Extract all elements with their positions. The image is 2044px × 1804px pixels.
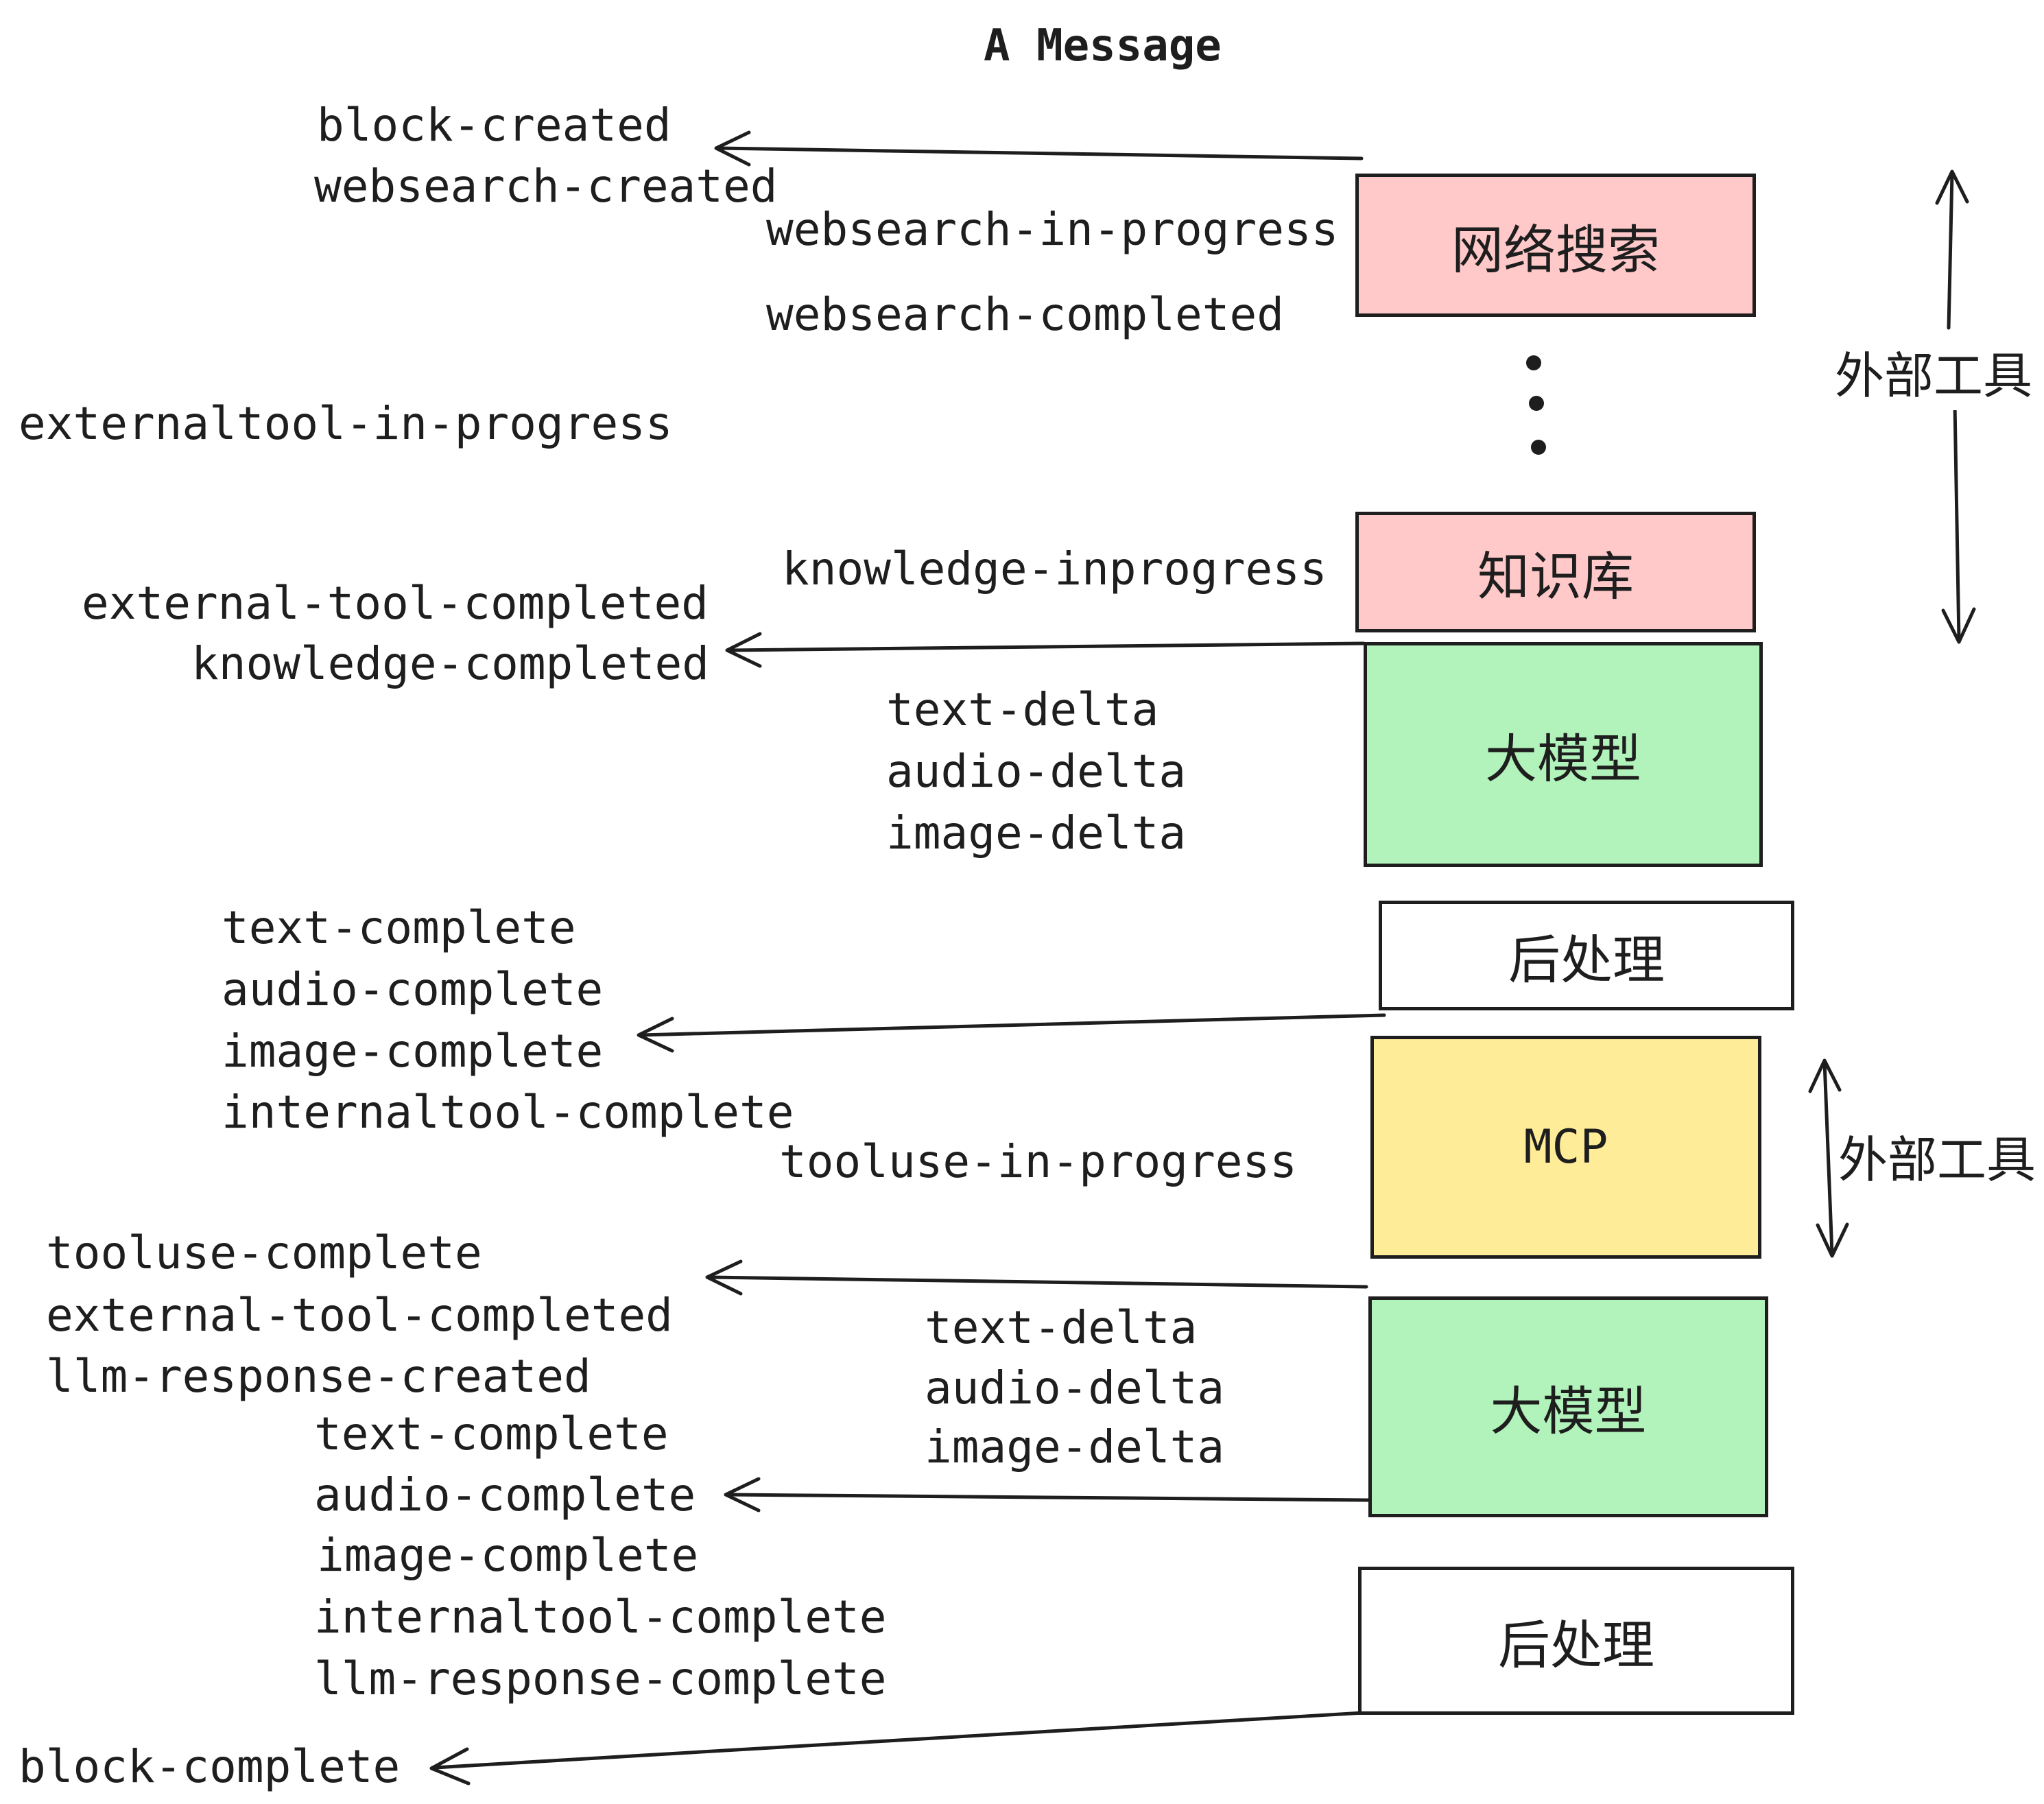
box-postprocess-1: 后处理 xyxy=(1379,901,1794,1010)
arrow-image-complete xyxy=(637,1013,1386,1053)
arrow-audio-complete xyxy=(724,1477,1372,1512)
event-tooluse-in-progress: tooluse-in-progress xyxy=(779,1135,1297,1188)
box-knowledge-label: 知识库 xyxy=(1477,546,1634,607)
box-llm-1-label: 大模型 xyxy=(1485,728,1641,790)
box-llm-2-label: 大模型 xyxy=(1490,1381,1647,1442)
box-postprocess-2-label: 后处理 xyxy=(1498,1615,1654,1676)
event-audio-delta-1: audio-delta xyxy=(886,745,1187,798)
event-internaltool-complete-1: internaltool-complete xyxy=(222,1086,794,1139)
ellipsis-dots xyxy=(1526,355,1546,455)
event-image-complete-1: image-complete xyxy=(222,1025,604,1078)
event-tooluse-complete: tooluse-complete xyxy=(46,1226,482,1279)
event-websearch-completed: websearch-completed xyxy=(766,288,1284,341)
event-image-complete-2: image-complete xyxy=(317,1529,699,1582)
event-websearch-in-progress: websearch-in-progress xyxy=(766,203,1339,256)
event-text-complete-1: text-complete xyxy=(222,901,576,954)
event-external-tool-completed-1: external-tool-completed xyxy=(82,577,709,630)
event-audio-complete-1: audio-complete xyxy=(222,963,604,1016)
external-tools-label-2: 外部工具 xyxy=(1837,1117,2038,1194)
box-mcp-label: MCP xyxy=(1523,1120,1608,1174)
event-websearch-created: websearch-created xyxy=(314,160,778,213)
event-image-delta-2: image-delta xyxy=(925,1421,1225,1473)
event-text-complete-2: text-complete xyxy=(314,1408,669,1460)
event-knowledge-completed: knowledge-completed xyxy=(191,637,709,690)
box-knowledge: 知识库 xyxy=(1355,512,1756,632)
event-externaltool-in-progress: externaltool-in-progress xyxy=(19,397,673,450)
event-block-created: block-created xyxy=(317,99,672,152)
event-block-complete: block-complete xyxy=(19,1740,401,1793)
arrow-block-created xyxy=(714,130,1364,167)
event-llm-response-complete: llm-response-complete xyxy=(314,1652,887,1705)
box-websearch-label: 网络搜索 xyxy=(1451,219,1660,281)
box-llm-1: 大模型 xyxy=(1364,642,1763,867)
event-image-delta-1: image-delta xyxy=(886,807,1187,859)
arrow-knowledge-completed xyxy=(725,632,1366,668)
event-internaltool-complete-2: internaltool-complete xyxy=(314,1591,887,1643)
event-audio-delta-2: audio-delta xyxy=(925,1362,1225,1414)
event-audio-complete-2: audio-complete xyxy=(314,1469,696,1521)
event-knowledge-inprogress: knowledge-inprogress xyxy=(782,543,1327,595)
event-llm-response-created: llm-response-created xyxy=(46,1350,591,1403)
box-websearch: 网络搜索 xyxy=(1355,174,1756,317)
arrow-tooluse-complete xyxy=(705,1259,1368,1296)
external-tools-label-1: 外部工具 xyxy=(1833,333,2034,410)
box-postprocess-1-label: 后处理 xyxy=(1508,929,1665,990)
box-mcp: MCP xyxy=(1370,1036,1761,1259)
arrow-block-complete xyxy=(429,1711,1366,1785)
event-external-tool-completed-2: external-tool-completed xyxy=(46,1289,673,1342)
box-postprocess-2: 后处理 xyxy=(1358,1567,1794,1715)
page-title: A Message xyxy=(984,21,1222,71)
event-text-delta-2: text-delta xyxy=(925,1301,1198,1354)
box-llm-2: 大模型 xyxy=(1368,1296,1768,1517)
event-text-delta-1: text-delta xyxy=(886,683,1159,736)
